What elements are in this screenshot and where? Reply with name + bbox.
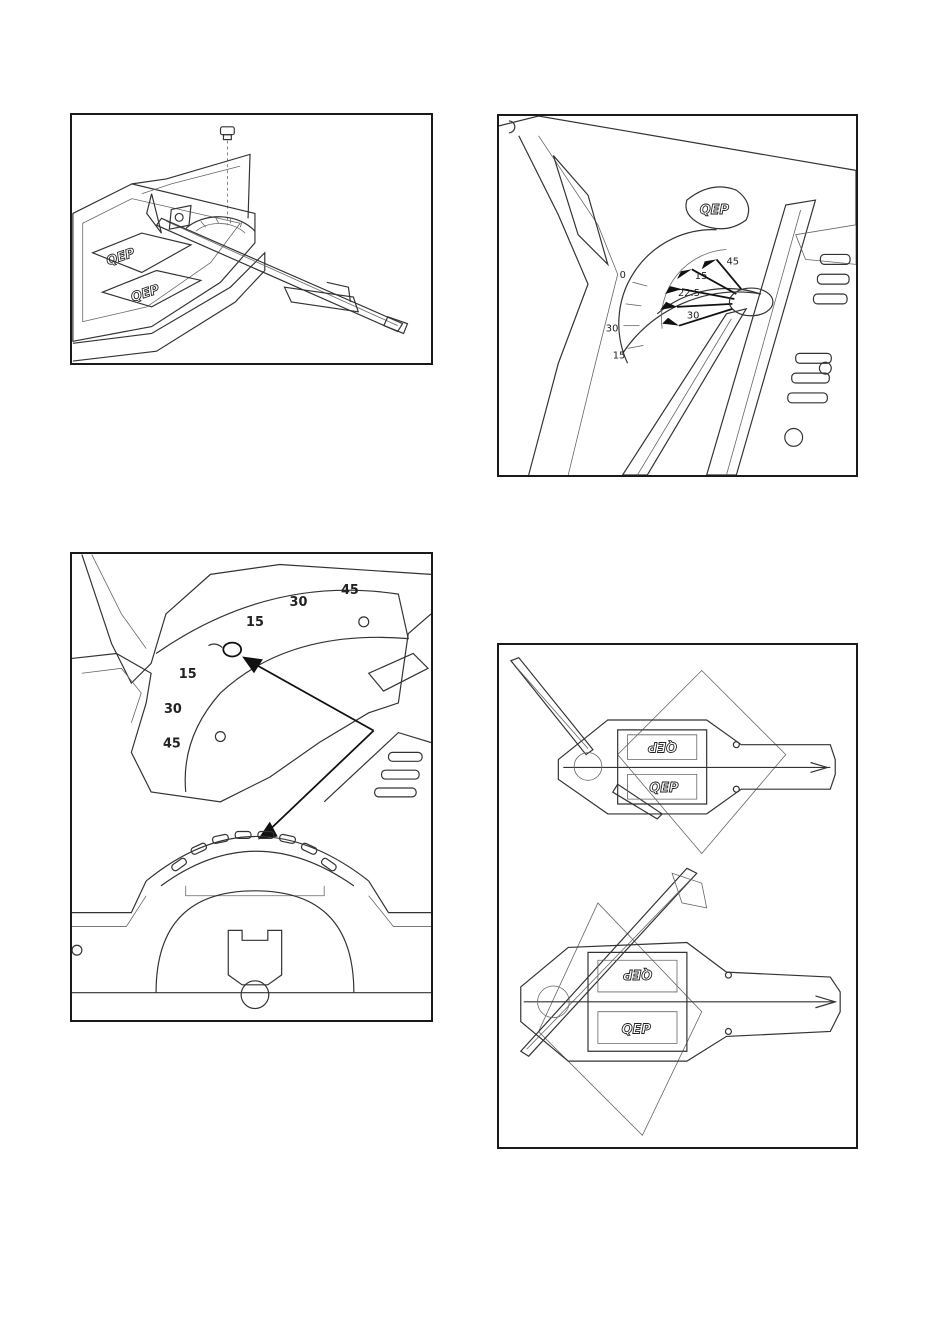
scale-label-15-lower: 15 (179, 667, 197, 682)
logo-upper: QEP (105, 246, 138, 269)
scale-label-15: 15 (246, 615, 264, 630)
top-logo-b: QEP (649, 781, 679, 796)
guide-rail (157, 206, 408, 334)
detent-plate-drawing: 45 30 15 15 30 45 (72, 554, 431, 1020)
bottom-logo-b: QEP (622, 1022, 652, 1037)
pivot-and-fence (623, 200, 856, 475)
scale-label-30-lower: 30 (164, 702, 182, 717)
saw-assembly-drawing: QEP QEP (72, 115, 431, 363)
scale-label-30: 30 (290, 595, 308, 610)
bottom-view-45-left: QEP QEP (521, 868, 840, 1135)
figure-top-views: QEP QEP QEP QEP (497, 643, 858, 1149)
figure-saw-assembly: QEP QEP (70, 113, 433, 365)
top-logo-a: QEP (647, 739, 677, 754)
saw-base: QEP QEP (73, 184, 265, 361)
knob-logo: QEP (700, 203, 730, 218)
scale-label-45-lower: 45 (163, 736, 181, 751)
protractor-icon (186, 217, 255, 233)
knob-icon (221, 127, 235, 225)
top-views-drawing: QEP QEP QEP QEP (499, 645, 856, 1147)
side-tray (324, 653, 431, 801)
indicator-arrows (242, 656, 374, 839)
angle-scale-drawing: QEP 45 15 22.5 30 0 30 15 (499, 116, 856, 475)
logo-lower: QEP (129, 282, 162, 305)
detent-plate: 45 30 15 15 30 45 (156, 583, 408, 792)
scale-label-15-left: 15 (613, 350, 626, 361)
scale-label-30-left: 30 (606, 324, 619, 335)
lock-knob-icon: QEP (686, 187, 749, 229)
top-view-45-right: QEP QEP (511, 658, 835, 854)
figure-angle-scale: QEP 45 15 22.5 30 0 30 15 (497, 114, 858, 477)
lower-slotted-plate (72, 832, 431, 1009)
scale-label-45: 45 (726, 256, 739, 267)
scale-label-0: 0 (620, 270, 626, 281)
grill-slots (785, 254, 850, 446)
scale-label-45: 45 (341, 583, 359, 598)
protractor-scale: 45 15 22.5 30 0 30 15 (606, 230, 761, 364)
figure-detent-plate: 45 30 15 15 30 45 (70, 552, 433, 1022)
detent-pin-icon (208, 643, 241, 657)
bottom-logo-a: QEP (623, 966, 653, 981)
